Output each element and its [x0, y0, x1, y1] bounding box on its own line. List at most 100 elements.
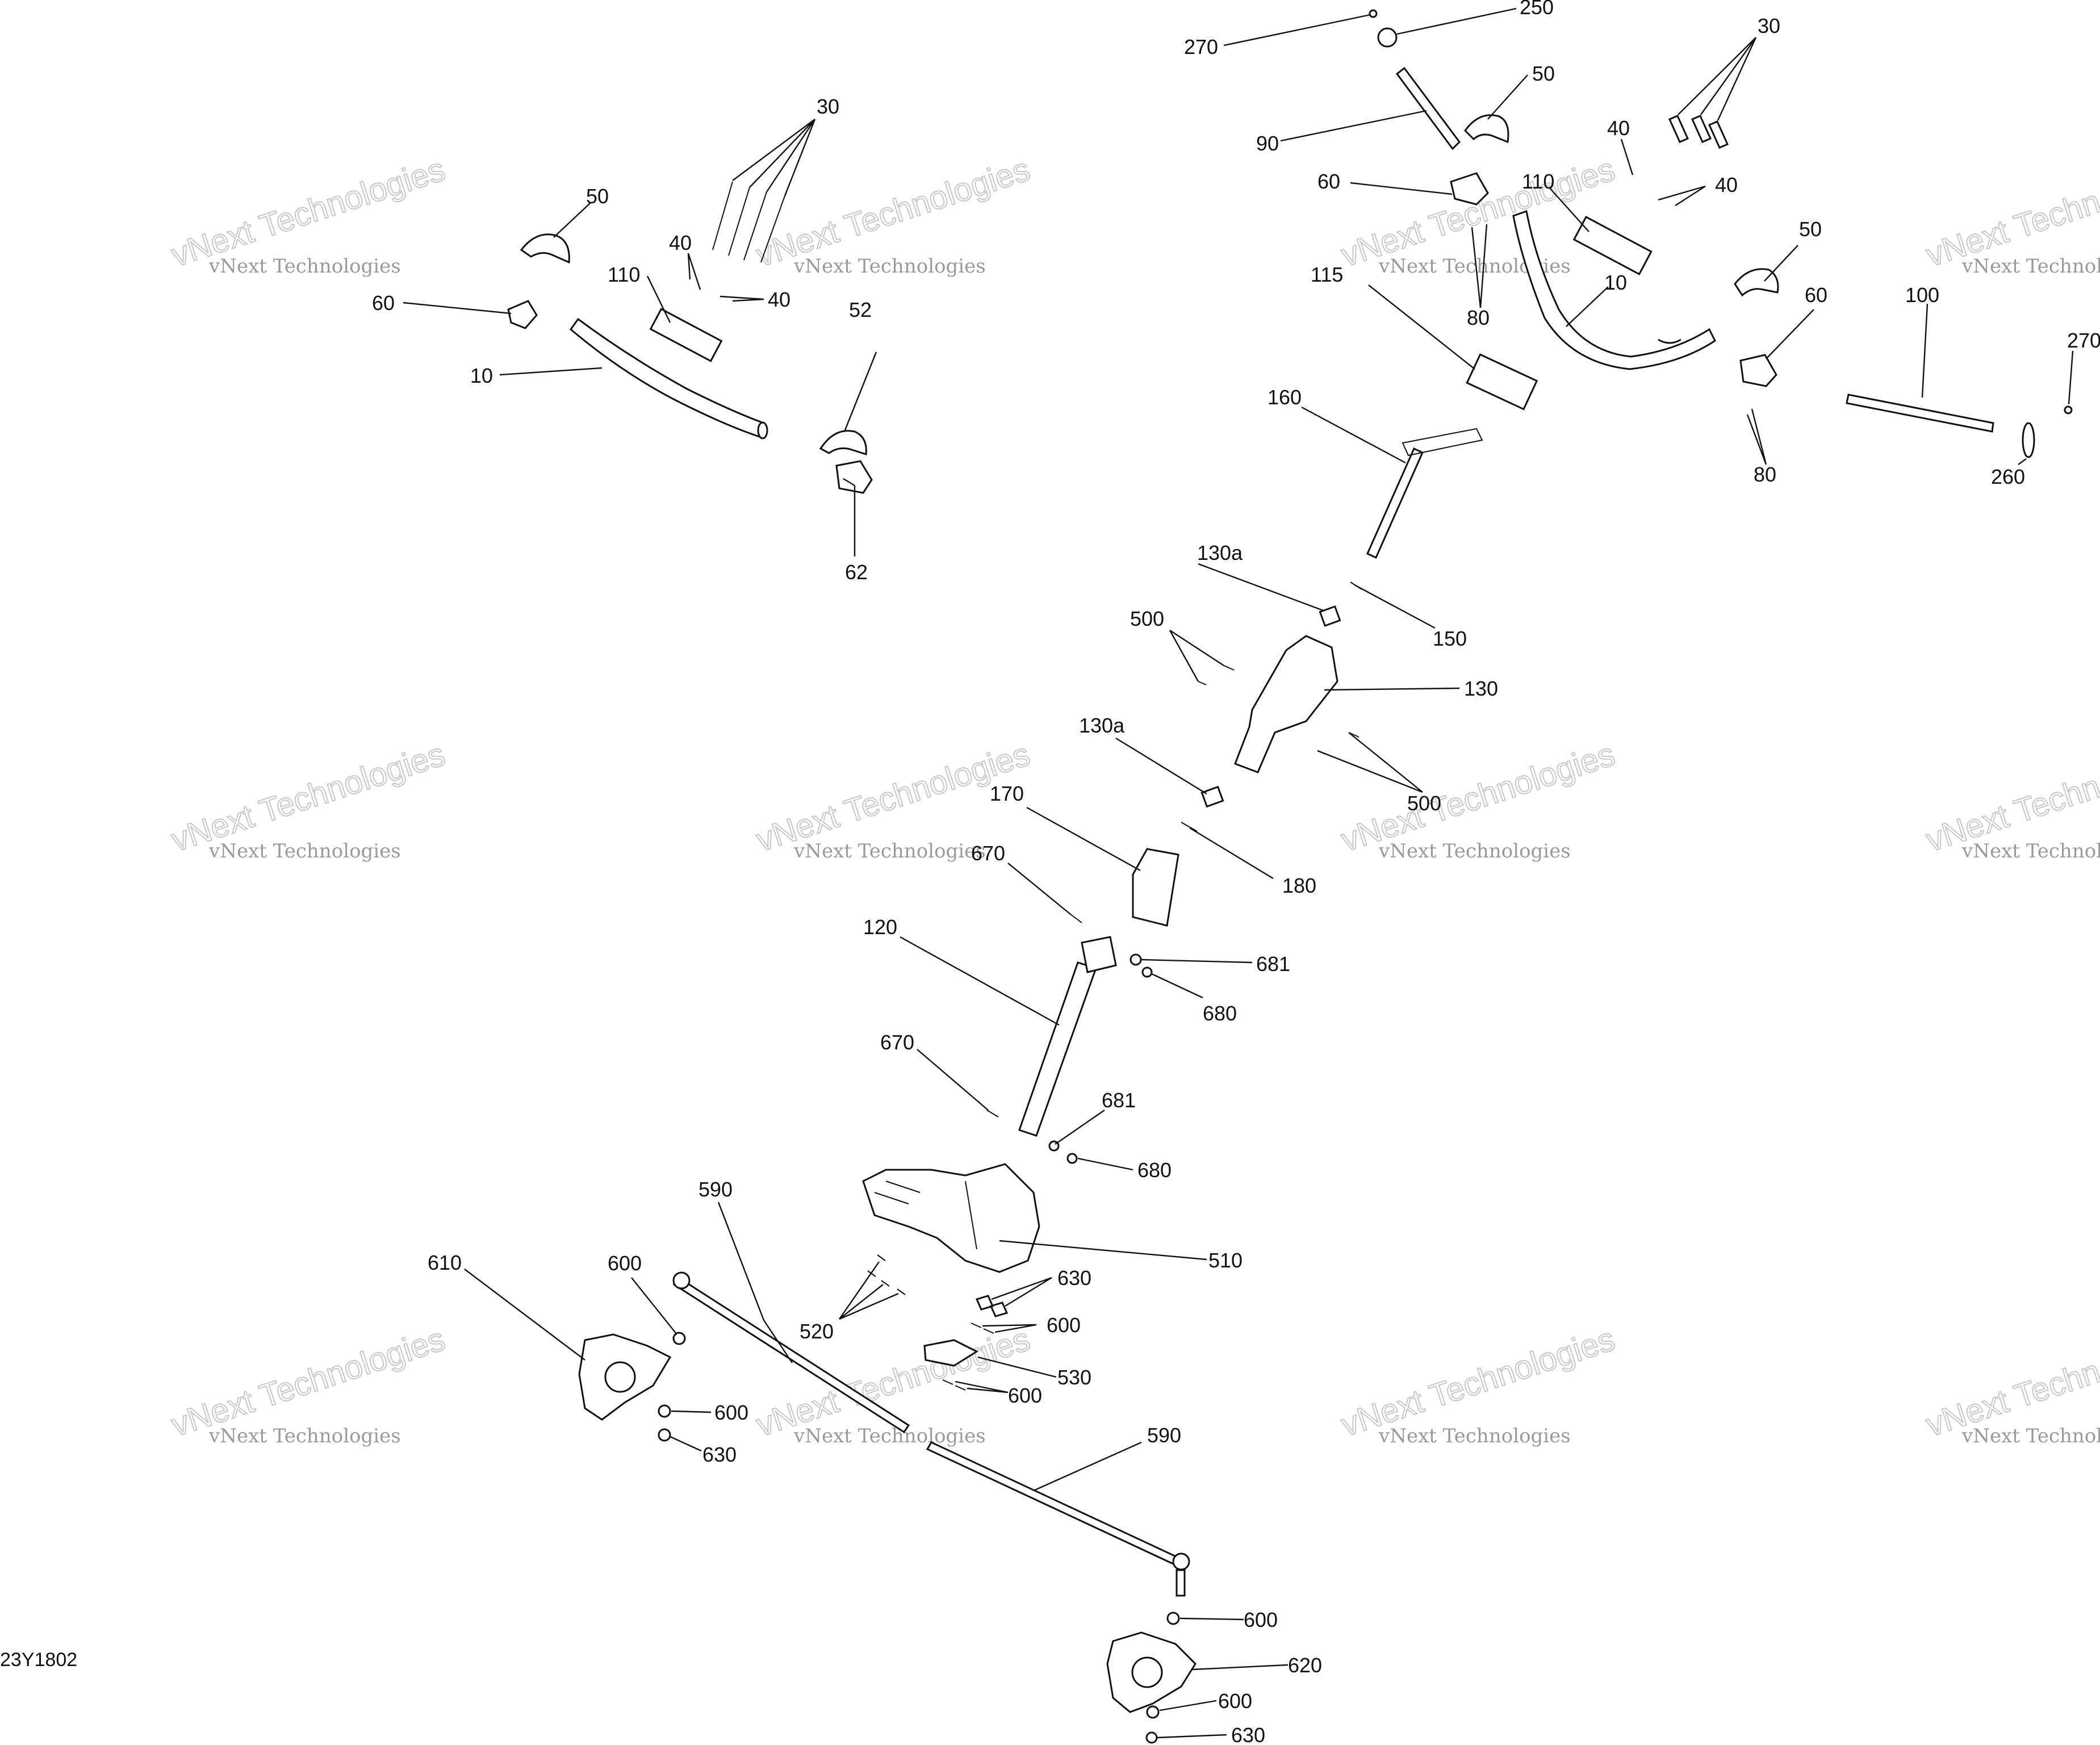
leader-line [1192, 1664, 1289, 1671]
leader-line [1324, 687, 1460, 691]
callout-label: 30 [817, 95, 839, 118]
riser-110-left [649, 308, 723, 362]
leader-line [1077, 1157, 1133, 1171]
bolt-670-top [1070, 914, 1082, 923]
washer-600-right-top [1166, 1612, 1180, 1625]
leader-line [1033, 1441, 1142, 1492]
leader-line [553, 202, 591, 238]
riser-110-right [1572, 216, 1653, 275]
callout-label: 52 [849, 298, 872, 321]
watermark: vNext Technologies [208, 255, 401, 278]
handlebar-right-end [1658, 338, 1681, 344]
callout-label: 681 [1102, 1089, 1136, 1112]
leader-line [1549, 187, 1589, 232]
callout-label: 30 [1758, 14, 1780, 37]
boot-170 [1132, 848, 1179, 927]
knuckle-620-hub [1131, 1656, 1163, 1688]
callout-label: 630 [1057, 1266, 1091, 1290]
callout-label: 600 [608, 1252, 642, 1275]
callout-label: 500 [1407, 792, 1441, 815]
leader-line [977, 1356, 1057, 1378]
steering-shaft-120 [1018, 961, 1097, 1137]
callout-label: 90 [1256, 132, 1279, 155]
tie-rod-590-right [926, 1441, 1189, 1570]
leader-line [1169, 629, 1224, 682]
leader-line [670, 1436, 702, 1452]
callout-label: 680 [1203, 1002, 1237, 1025]
leader-line [1141, 959, 1253, 964]
leader-line [464, 1269, 585, 1361]
leader-line [1317, 732, 1423, 793]
leader-line [1471, 224, 1488, 308]
washer-600-right-bottom [1146, 1705, 1160, 1719]
callout-label: 260 [1991, 465, 2025, 488]
leader-line [1223, 14, 1371, 47]
leader-line [917, 1049, 989, 1111]
callout-label: 510 [1208, 1249, 1243, 1272]
washer-600-left-bottom [658, 1404, 671, 1418]
watermark: vNext Technologies [1378, 1425, 1571, 1447]
watermark: vNext Technologies [1961, 840, 2100, 863]
callout-label: 600 [1008, 1384, 1042, 1407]
washer-600-left-top [672, 1332, 686, 1345]
washers-600-lower [942, 1379, 966, 1391]
nut-250 [1377, 27, 1398, 48]
callout-label: 130a [1197, 541, 1243, 564]
callout-label: 681 [1256, 952, 1290, 976]
support-130 [1234, 635, 1338, 773]
watermark: vNext Technologies [208, 840, 401, 863]
clamp-62 [835, 460, 873, 494]
nuts-630-mid [975, 1295, 1009, 1317]
callout-label: 120 [863, 915, 897, 939]
watermark: vNext Technologies [793, 255, 986, 278]
leader-line [1350, 182, 1453, 195]
nut-680-top [1141, 966, 1153, 978]
leader-line [717, 1202, 793, 1363]
leader-line [839, 1261, 899, 1320]
callout-label: 40 [1715, 173, 1738, 196]
shaft-90 [1395, 66, 1461, 150]
bracket-530 [923, 1339, 979, 1367]
handlebar-right [1512, 210, 1716, 370]
callout-label: 590 [698, 1178, 733, 1201]
watermark: vNext Technologies [1961, 1425, 2100, 1447]
leader-line [719, 295, 764, 302]
leader-line [687, 253, 701, 290]
leader-line [1189, 827, 1274, 880]
callout-label: 110 [608, 263, 640, 286]
clamp-left [507, 300, 538, 329]
leader-line [1280, 110, 1427, 142]
watermark: vNext Technologies [793, 840, 986, 863]
nut-630-right [1145, 1731, 1158, 1744]
knuckle-610-hub [604, 1361, 636, 1393]
callout-label: 500 [1130, 607, 1164, 630]
leader-line [1159, 1700, 1217, 1711]
tie-rod-end-left-outer [672, 1271, 691, 1290]
callout-label: 590 [1147, 1424, 1181, 1447]
bolts-30-right [1668, 115, 1729, 149]
leader-line [671, 1410, 712, 1413]
pad-115 [1466, 353, 1538, 411]
clamp-cap-right-50 [1464, 114, 1509, 144]
leader-line [1301, 406, 1406, 464]
leader-lines [403, 7, 2074, 1739]
nut-680-bottom [1066, 1153, 1078, 1164]
callout-label: 170 [990, 782, 1024, 805]
callout-labels: 10 30 40 40 50 52 60 62 110 250 270 90 5… [372, 0, 2100, 1745]
callout-label: 600 [714, 1401, 748, 1424]
callout-label: 270 [2067, 329, 2100, 352]
leader-line [991, 1277, 1052, 1307]
callout-label: 50 [1532, 62, 1555, 85]
callout-label: 670 [971, 842, 1005, 865]
watermark: vNext Technologies [1961, 255, 2100, 278]
leader-line [843, 351, 877, 432]
callout-label: 520 [800, 1320, 834, 1343]
bolts-520 [867, 1254, 906, 1295]
leader-line [982, 1324, 1037, 1333]
leader-line [1354, 584, 1436, 629]
callout-label: 80 [1754, 463, 1776, 486]
ujoint-120 [1081, 936, 1117, 973]
callout-label: 180 [1282, 874, 1316, 897]
leader-line [955, 1380, 1009, 1394]
leader-line [1115, 737, 1207, 795]
